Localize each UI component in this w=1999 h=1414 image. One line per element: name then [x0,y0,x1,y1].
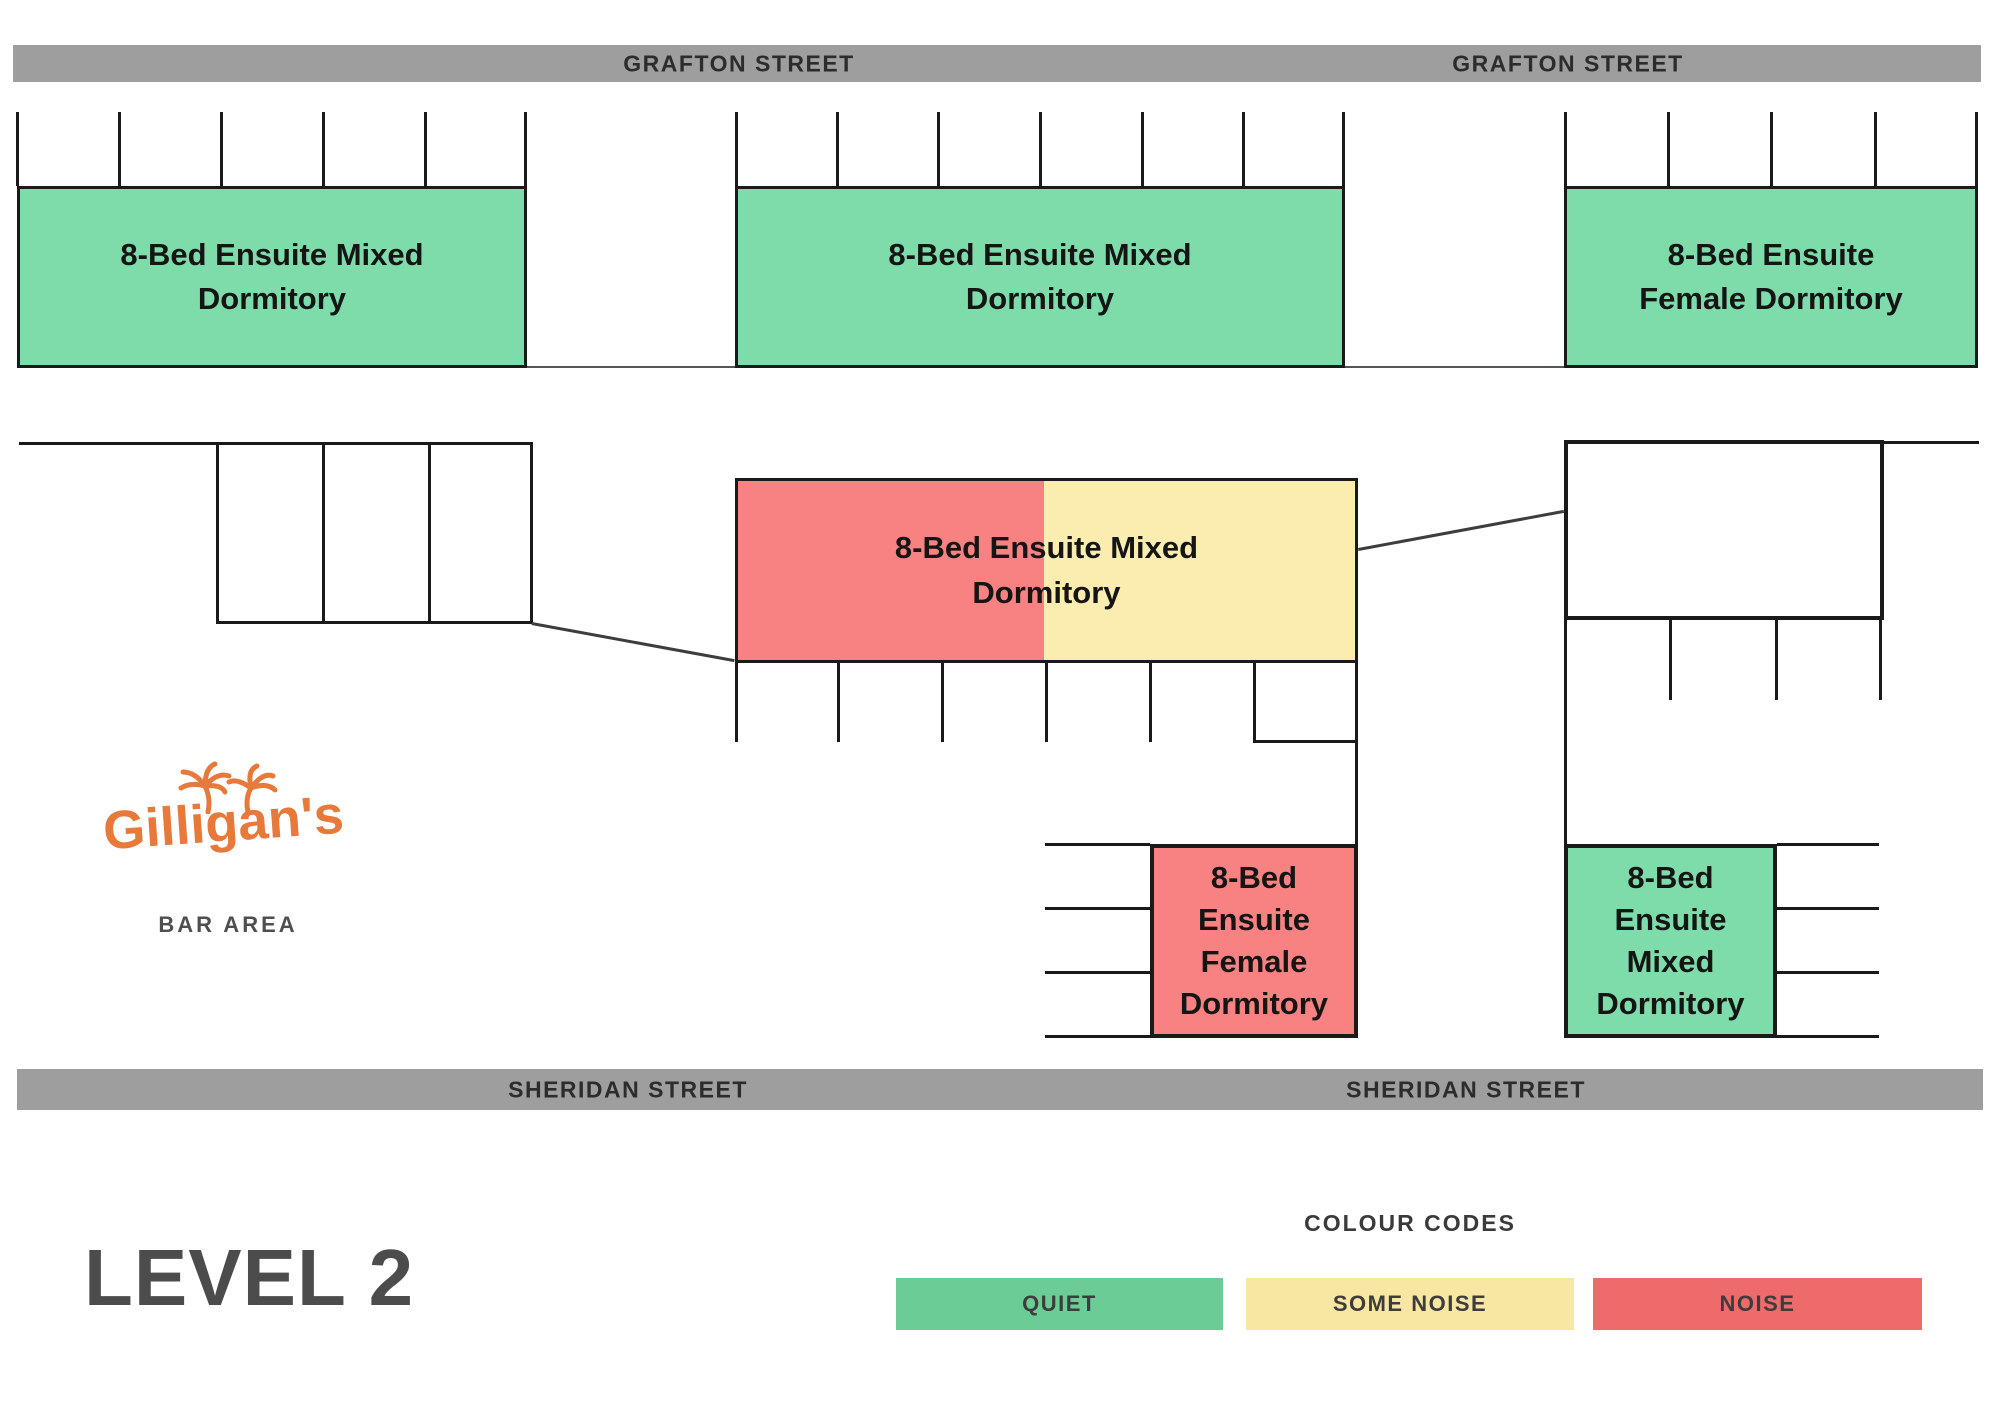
room-top-center-quiet: 8-Bed Ensuite Mixed Dormitory [735,186,1345,368]
bed-line [1045,971,1150,974]
wall [1882,441,1979,444]
level-title: LEVEL 2 [84,1233,415,1322]
sheridan-street-label-left: SHERIDAN STREET [508,1076,748,1102]
bed-line [1045,1035,1150,1038]
wall-diagonal [1358,509,1565,551]
grafton-street-bar: GRAFTON STREET GRAFTON STREET [13,45,1981,82]
bed-divider [524,112,527,186]
bed-line [1045,907,1150,910]
room-label: 8-Bed Ensuite Female Dormitory [1639,236,1903,316]
bed-divider [322,112,325,186]
grafton-street-label-left: GRAFTON STREET [623,50,855,76]
room-unmarked [1564,440,1884,620]
room-label: 8-Bed Ensuite Mixed Dormitory [888,236,1192,316]
legend-noise-label: NOISE [1719,1291,1796,1316]
bed-line [1045,843,1150,846]
gilligans-logo: Gilligan's [101,784,346,862]
bed-divider [1775,619,1778,700]
legend-some-noise-swatch: SOME NOISE [1246,1278,1574,1330]
palm-trees-icon [178,761,278,814]
bed-line [1777,971,1879,974]
room-lower-right-quiet: 8-Bed Ensuite Mixed Dormitory [1564,844,1777,1038]
bed-divider [836,112,839,186]
bed-divider [1045,663,1048,742]
legend-some-noise-label: SOME NOISE [1332,1291,1488,1316]
bed-divider [16,112,19,186]
bed-divider [1667,112,1670,186]
bed-divider [1242,112,1245,186]
bed-divider [735,663,738,742]
bed-divider [1564,112,1567,186]
bed-divider [424,112,427,186]
wall [527,366,735,368]
wall [19,442,533,445]
noise-zone [738,481,1044,660]
bar-area-block: Gilligan's BAR AREA [95,760,365,950]
bed-divider [735,112,738,186]
wall [530,442,533,624]
legend-title: COLOUR CODES [1304,1210,1516,1236]
bar-area-label: BAR AREA [158,912,298,937]
bed-divider [937,112,940,186]
bed-divider [1879,619,1882,700]
room-label: 8-Bed Ensuite Mixed Dormitory [1596,859,1745,1022]
wall [1564,619,1567,846]
wall [1345,366,1564,368]
sheridan-street-bar: SHERIDAN STREET SHERIDAN STREET [17,1069,1983,1110]
room-top-right-quiet: 8-Bed Ensuite Female Dormitory [1564,186,1978,368]
legend-noise-swatch: NOISE [1593,1278,1922,1330]
bed-divider [1149,663,1152,742]
bed-divider [1975,112,1978,186]
legend-quiet-swatch: QUIET [896,1278,1223,1330]
wall-diagonal [531,622,735,663]
wall [216,621,533,624]
bed-divider [941,663,944,742]
bed-divider [1770,112,1773,186]
bed-line [1777,1035,1879,1038]
sheridan-street-label-right: SHERIDAN STREET [1346,1076,1586,1102]
room-lower-left-noise: 8-Bed Ensuite Female Dormitory [1150,844,1358,1038]
legend-quiet-label: QUIET [1022,1291,1097,1316]
some-noise-zone [1044,481,1355,660]
wall [322,442,325,624]
room-middle-mixed: 8-Bed Ensuite Mixed Dormitory [735,478,1358,663]
bed-divider [1874,112,1877,186]
bed-divider [1253,663,1256,742]
grafton-street-label-right: GRAFTON STREET [1452,50,1684,76]
bed-divider [837,663,840,742]
bed-divider [1039,112,1042,186]
bed-divider [220,112,223,186]
wall [216,442,219,624]
room-label: 8-Bed Ensuite Mixed Dormitory [894,530,1199,610]
wall [1253,740,1358,743]
room-label: 8-Bed Ensuite Mixed Dormitory [120,236,424,316]
bed-divider [1342,112,1345,186]
room-top-left-quiet: 8-Bed Ensuite Mixed Dormitory [17,186,527,368]
bed-divider [118,112,121,186]
bed-line [1777,907,1879,910]
bed-divider [1669,619,1672,700]
room-label: 8-Bed Ensuite Female Dormitory [1179,859,1329,1022]
wall [1355,663,1358,846]
wall [428,442,431,624]
bed-divider [1141,112,1144,186]
bed-line [1777,843,1879,846]
